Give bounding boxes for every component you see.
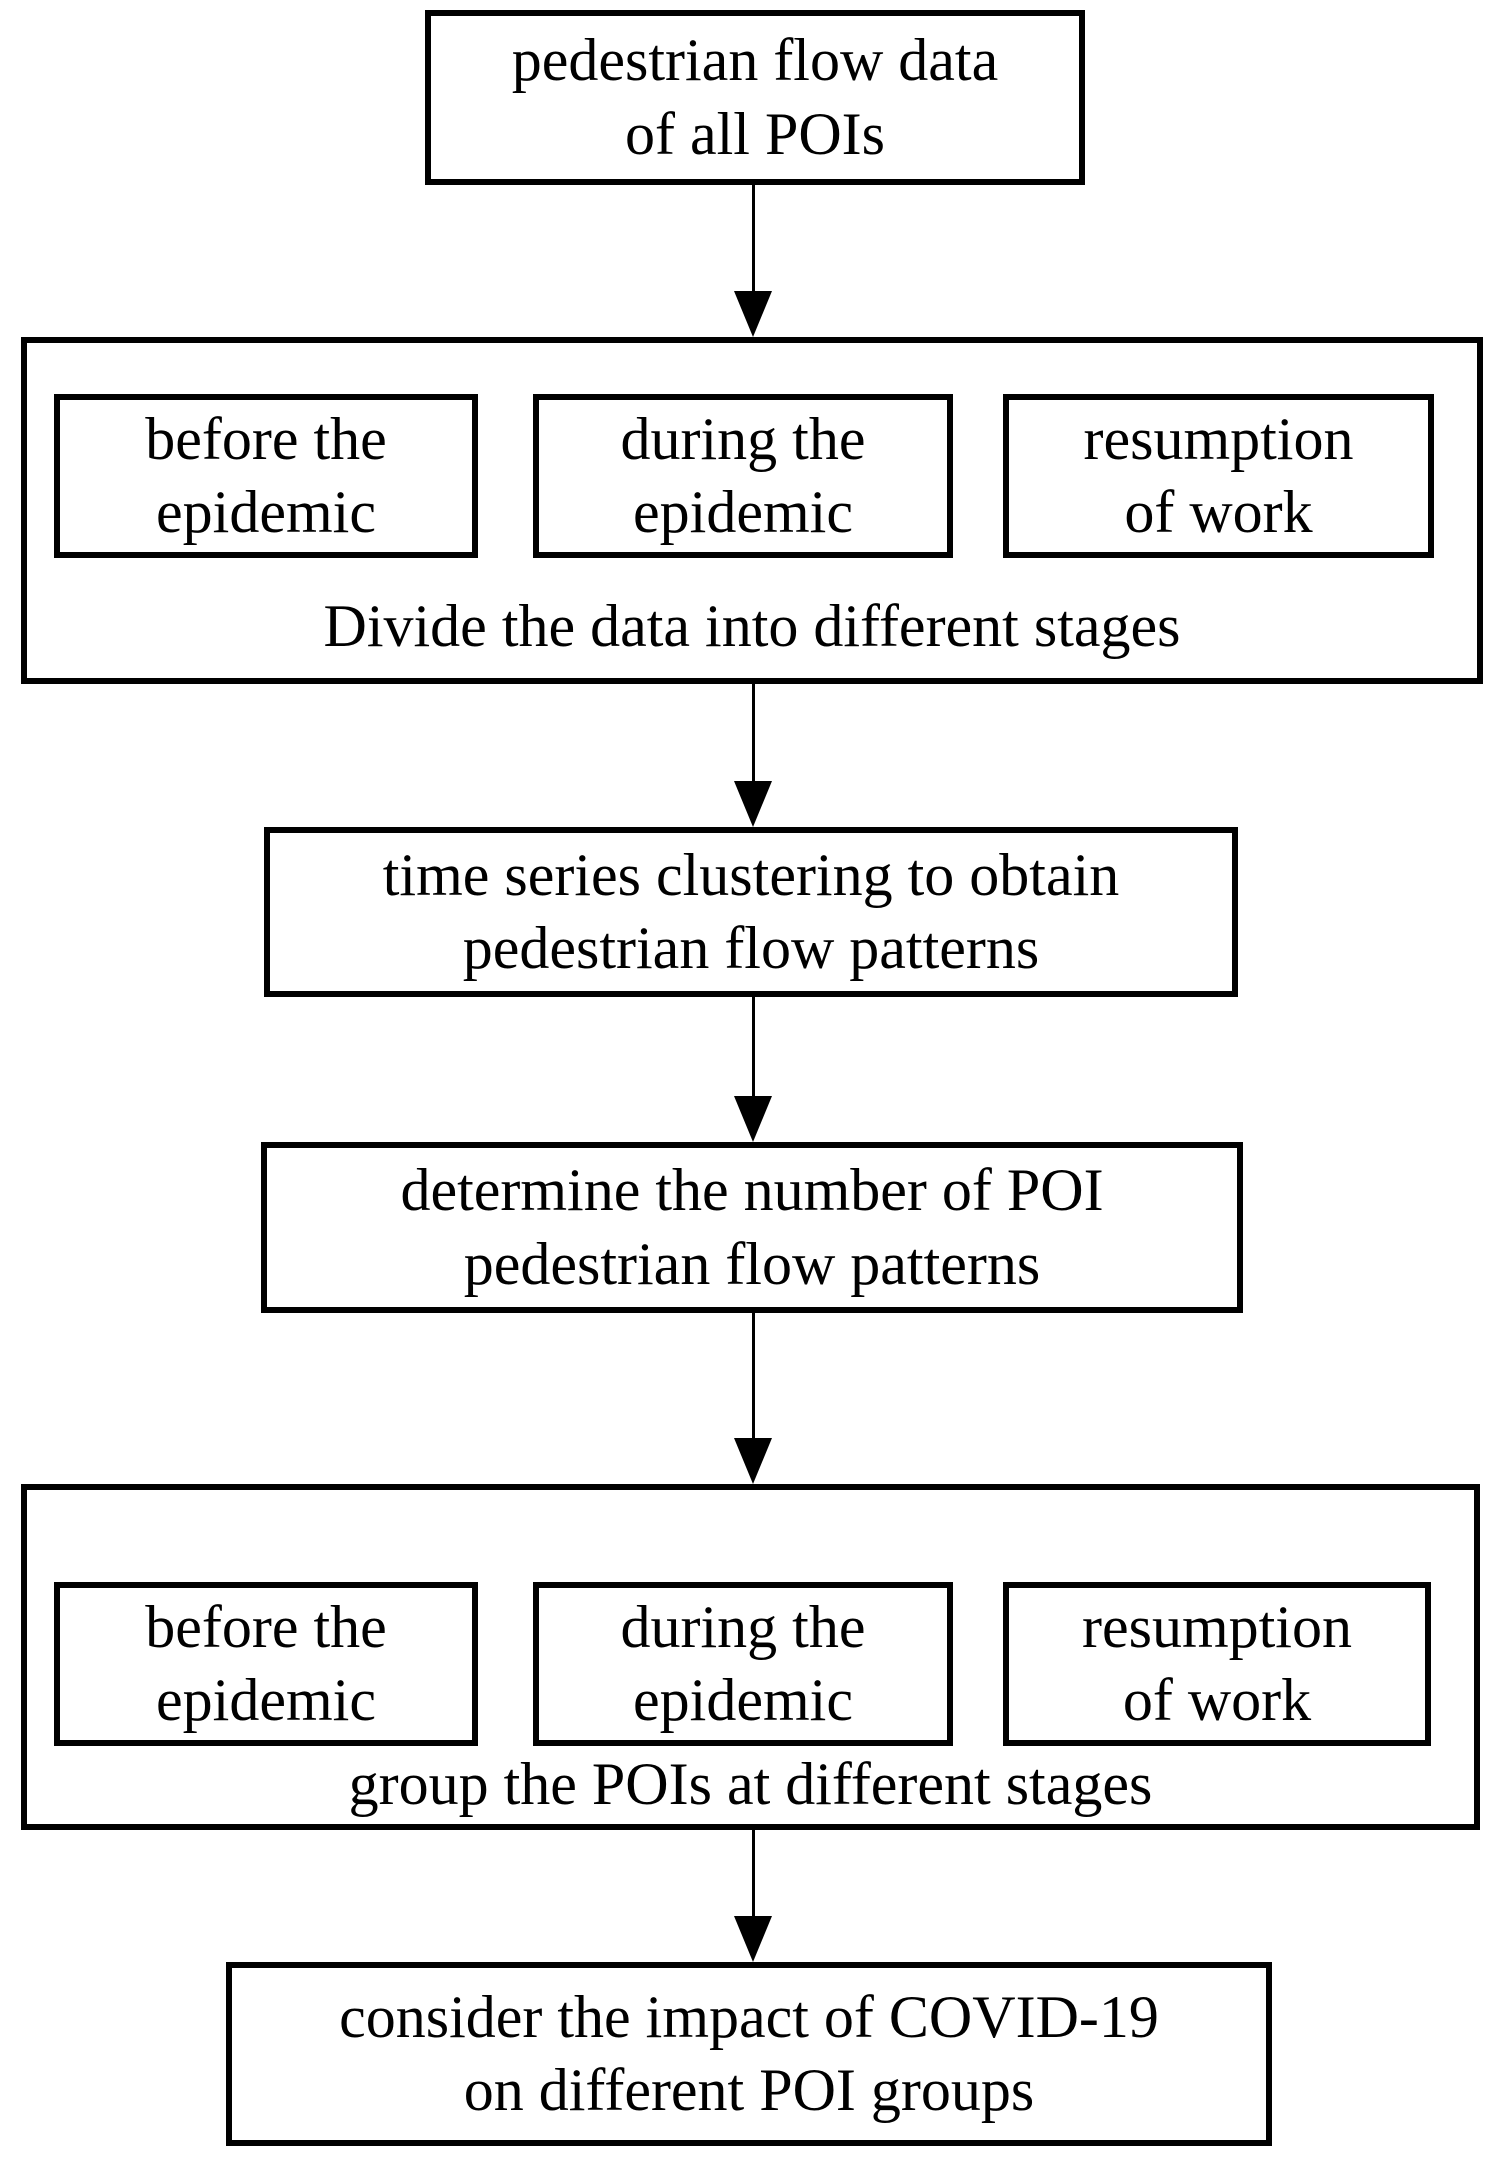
arrow-head	[734, 1916, 772, 1962]
stage-box-resumption-of-work-1: resumption of work	[1003, 394, 1434, 558]
box-text-line: of work	[1122, 1667, 1312, 1733]
box-text-line: of all POIs	[625, 100, 885, 167]
box-text-line: on different POI groups	[463, 2057, 1035, 2123]
divide-stages-caption: Divide the data into different stages	[323, 593, 1181, 659]
box-text-line: resumption	[1082, 1593, 1352, 1660]
box-text-line: determine the number of POI	[400, 1157, 1104, 1224]
box-text-line: epidemic	[633, 479, 853, 545]
arrow-stem	[751, 997, 755, 1096]
arrow-head	[734, 291, 772, 337]
box-text-line: during the	[620, 1593, 866, 1660]
group-pois-caption: group the POIs at different stages	[348, 1751, 1153, 1817]
pedestrian-flow-data-box: pedestrian flow data of all POIs	[425, 10, 1085, 185]
covid-impact-box: consider the impact of COVID-19 on diffe…	[226, 1962, 1272, 2146]
box-text-line: pedestrian flow patterns	[463, 1230, 1041, 1297]
box-text-line: resumption	[1083, 405, 1354, 472]
box-text-line: consider the impact of COVID-19	[339, 1983, 1159, 2050]
arrow-clustering-to-determine	[733, 997, 773, 1142]
arrow-head	[734, 781, 772, 827]
arrow-head	[734, 1096, 772, 1142]
box-text-line: epidemic	[633, 1667, 853, 1733]
box-text-line: during the	[620, 405, 866, 472]
box-text-line: pedestrian flow patterns	[462, 915, 1040, 981]
stage-box-during-epidemic-1: during the epidemic	[533, 394, 953, 558]
arrow-determine-to-group	[733, 1313, 773, 1484]
box-text-line: epidemic	[156, 479, 376, 545]
arrow-top-to-divide	[733, 185, 773, 337]
divide-stages-group-box: before the epidemic during the epidemic …	[21, 337, 1483, 684]
box-text-line: time series clustering to obtain	[382, 841, 1120, 908]
arrow-stem	[751, 185, 755, 291]
group-pois-group-box: before the epidemic during the epidemic …	[21, 1484, 1480, 1830]
arrow-stem	[751, 1313, 755, 1438]
stage-box-before-epidemic-1: before the epidemic	[54, 394, 478, 558]
stage-box-resumption-of-work-2: resumption of work	[1003, 1582, 1431, 1746]
box-text-line: of work	[1124, 479, 1313, 545]
time-series-clustering-box: time series clustering to obtain pedestr…	[264, 827, 1238, 997]
arrow-stem	[751, 684, 755, 781]
box-text-line: before the	[145, 405, 387, 472]
determine-patterns-box: determine the number of POI pedestrian f…	[261, 1142, 1243, 1313]
stage-box-during-epidemic-2: during the epidemic	[533, 1582, 953, 1746]
box-text-line: before the	[145, 1593, 387, 1660]
box-text-line: epidemic	[156, 1667, 376, 1733]
arrow-stem	[751, 1830, 755, 1916]
arrow-divide-to-clustering	[733, 684, 773, 827]
box-text-line: pedestrian flow data	[511, 27, 999, 94]
stage-box-before-epidemic-2: before the epidemic	[54, 1582, 478, 1746]
arrow-group-to-impact	[733, 1830, 773, 1962]
arrow-head	[734, 1438, 772, 1484]
